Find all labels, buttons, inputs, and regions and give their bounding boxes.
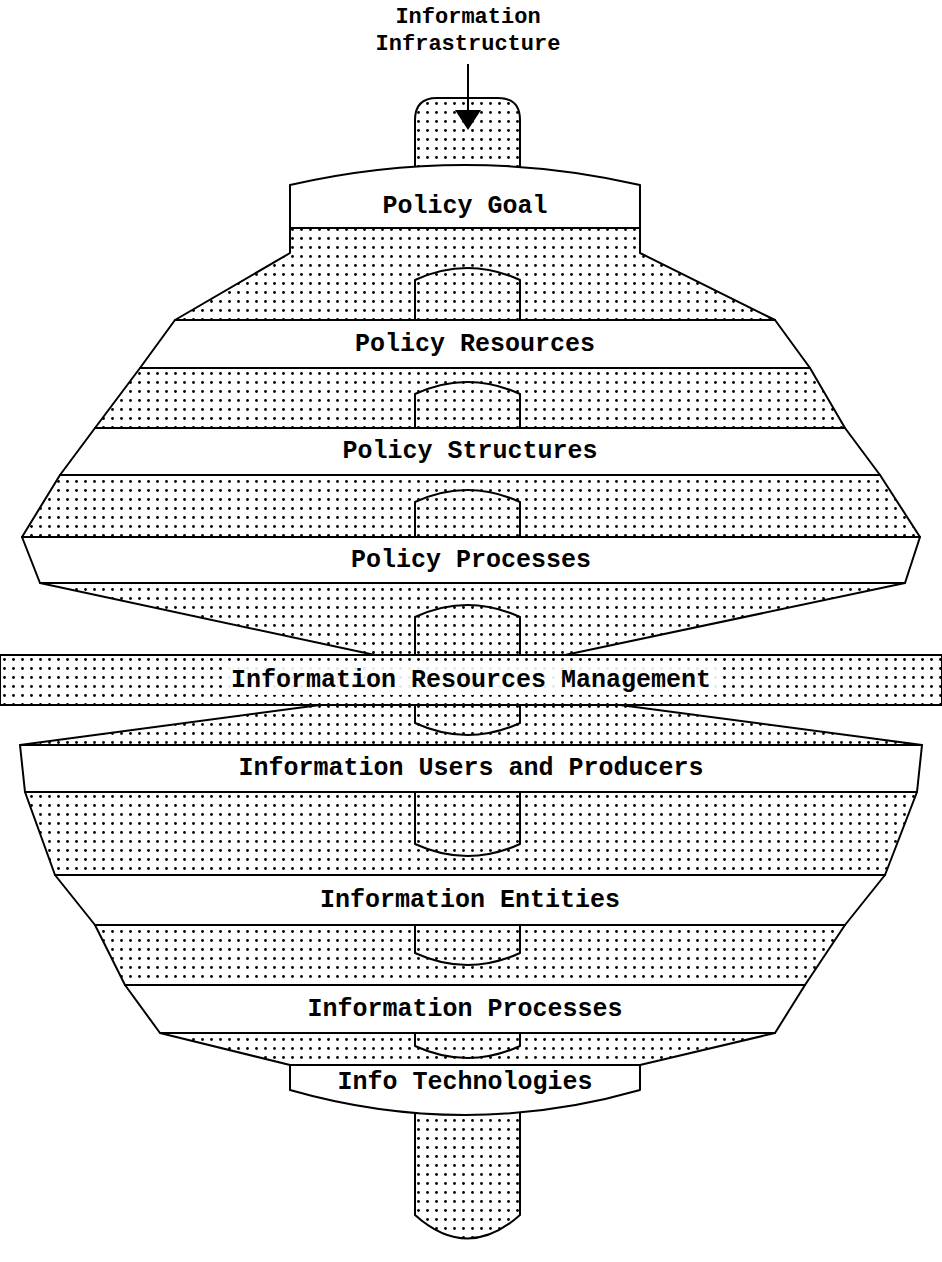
band-shape bbox=[140, 320, 810, 368]
layer-band: Policy Resources bbox=[140, 320, 810, 368]
band-shape bbox=[125, 985, 805, 1033]
layer-band: Info Technologies bbox=[290, 1065, 640, 1115]
band-shape bbox=[60, 428, 880, 475]
callout-label: Information Infrastructure bbox=[348, 4, 588, 58]
layer-band: Information Users and Producers bbox=[20, 745, 922, 792]
band-shape bbox=[290, 1065, 640, 1115]
layer-band: Policy Processes bbox=[22, 537, 920, 583]
callout-arrowhead bbox=[455, 110, 481, 130]
layer-label: Info Technologies bbox=[337, 1068, 592, 1097]
callout-arrow-line bbox=[467, 64, 469, 112]
layer-label: Policy Structures bbox=[342, 437, 597, 466]
band-shape bbox=[0, 655, 942, 705]
shaft-bottom bbox=[415, 1095, 520, 1239]
shaft-segment bbox=[415, 490, 520, 541]
band-shape bbox=[55, 875, 885, 925]
shaft-segment bbox=[415, 701, 520, 735]
layer-label: Information Users and Producers bbox=[238, 754, 703, 783]
layer-label: Information Processes bbox=[307, 995, 622, 1024]
layer-band: Information Resources Management bbox=[0, 655, 942, 705]
shaft-segment bbox=[415, 268, 520, 324]
band-shape bbox=[22, 537, 920, 583]
layer-band: Policy Goal bbox=[290, 160, 640, 228]
band-shape bbox=[290, 165, 640, 228]
layer-band: Information Processes bbox=[125, 985, 805, 1033]
band-shape bbox=[20, 745, 922, 792]
layer-label: Information Entities bbox=[320, 886, 620, 915]
shaft-segment bbox=[415, 788, 520, 856]
layer-label: Policy Processes bbox=[351, 546, 591, 575]
layer-label: Policy Resources bbox=[355, 330, 595, 359]
shaft-segment bbox=[415, 382, 520, 432]
layer-label: Information Resources Management bbox=[225, 666, 717, 695]
layer-band: Information Entities bbox=[55, 875, 885, 925]
layer-band: Policy Structures bbox=[60, 428, 880, 475]
shaft-segment bbox=[415, 605, 520, 659]
layer-label: Policy Goal bbox=[382, 192, 547, 221]
shaft-segment bbox=[415, 921, 520, 965]
